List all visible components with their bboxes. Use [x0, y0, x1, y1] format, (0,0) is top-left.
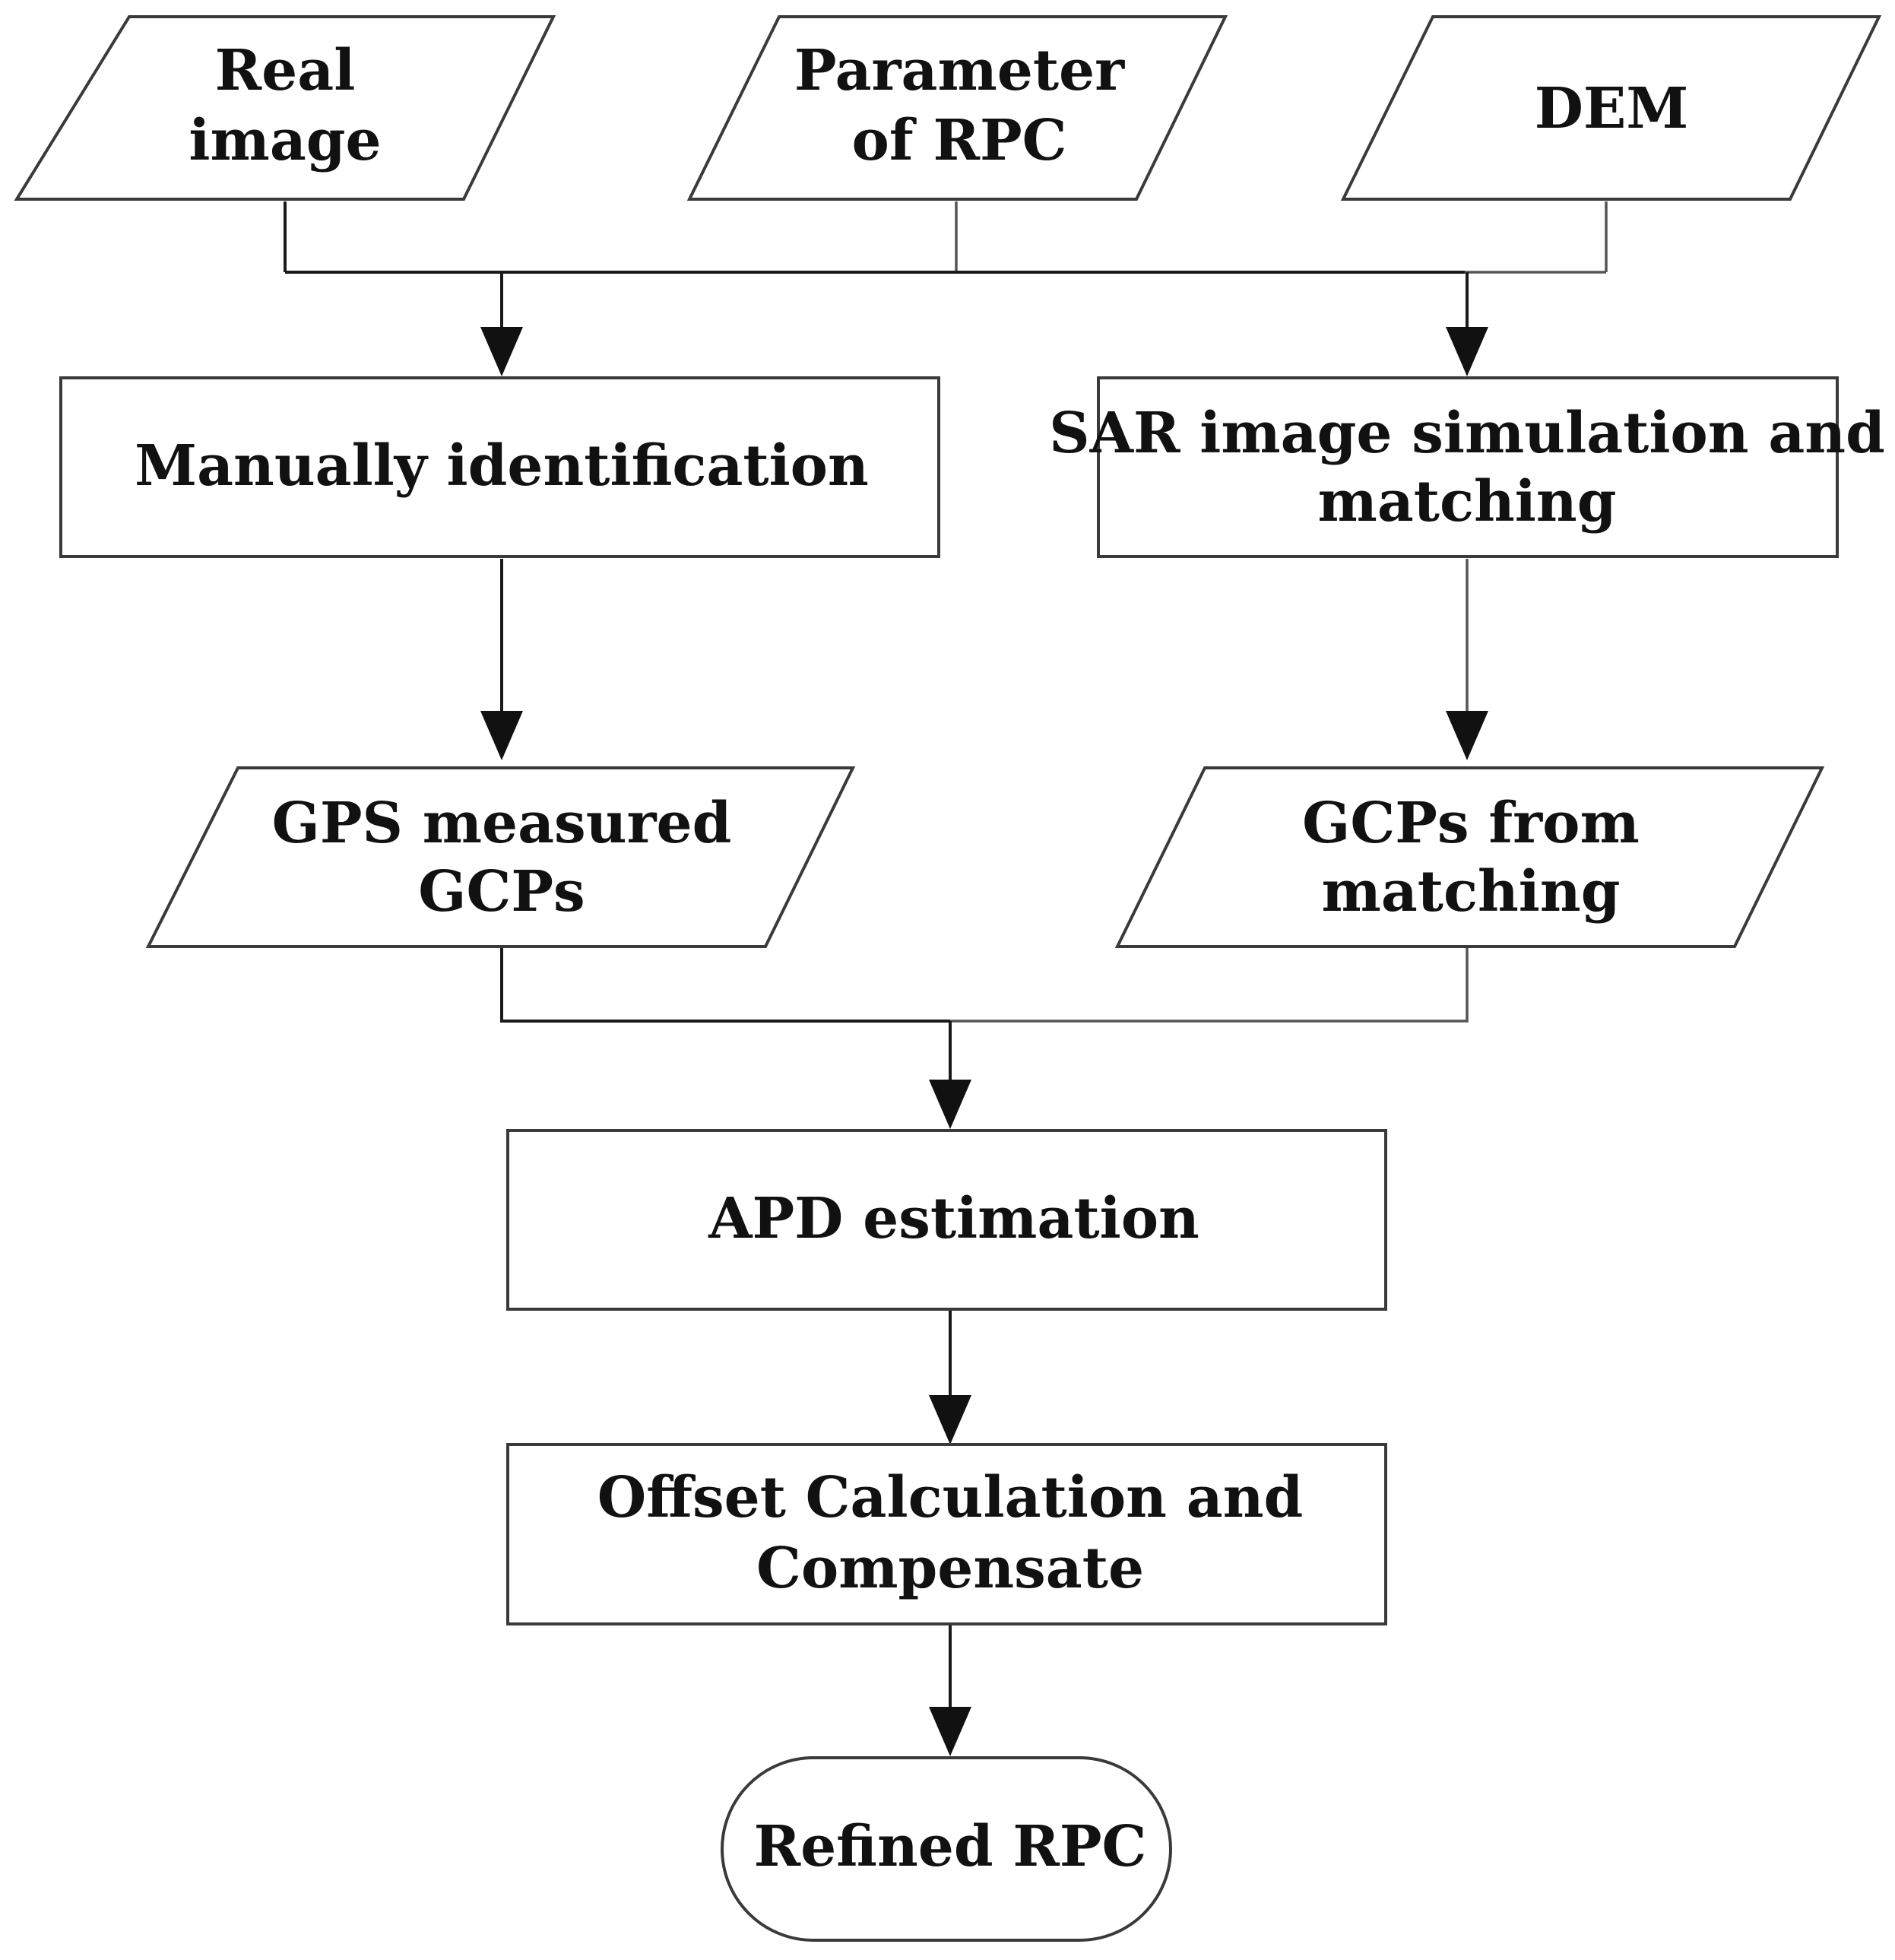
real-image-label-2: image — [189, 108, 381, 173]
arrowhead-offset — [929, 1395, 971, 1445]
node-gcps-matching: GCPs from matching — [1114, 766, 1825, 948]
node-sar-simulation: SAR image simulation and matching — [1049, 376, 1885, 558]
node-gps-gcps: GPS measured GCPs — [145, 766, 856, 948]
gps-gcps-label-2: GCPs — [418, 859, 585, 924]
offset-calculation-label-2: Compensate — [756, 1536, 1144, 1601]
gcps-matching-label-2: matching — [1322, 859, 1621, 924]
real-image-shape — [14, 15, 556, 201]
node-real-image: Real image — [14, 15, 556, 201]
sar-simulation-shape — [1097, 376, 1839, 558]
gps-gcps-shape — [145, 766, 856, 948]
manual-identification-shape — [59, 376, 940, 558]
gcps-matching-label-1: GCPs from — [1302, 791, 1640, 856]
node-parameter-rpc: Parameter of RPC — [686, 15, 1228, 201]
sar-simulation-label-2: matching — [1318, 469, 1617, 534]
offset-calculation-label-1: Offset Calculation and — [597, 1465, 1303, 1530]
node-apd-estimation: APD estimation — [506, 1129, 1387, 1311]
parameter-rpc-label-1: Parameter — [794, 38, 1125, 103]
offset-calculation-shape — [506, 1443, 1387, 1625]
dem-label: DEM — [1535, 76, 1689, 141]
gps-gcps-label-1: GPS measured — [272, 791, 732, 856]
connectors — [284, 201, 1608, 1756]
apd-estimation-label: APD estimation — [708, 1186, 1199, 1251]
dem-shape — [1340, 15, 1882, 201]
arrowhead-manual-id — [480, 327, 523, 376]
real-image-label-1: Real — [215, 38, 356, 103]
arrowhead-apd — [929, 1080, 971, 1129]
node-offset-calculation: Offset Calculation and Compensate — [506, 1443, 1387, 1625]
refined-rpc-shape — [721, 1756, 1172, 1942]
connector-gps-down — [500, 947, 950, 1023]
arrowhead-gps-gcps — [480, 711, 523, 760]
apd-estimation-shape — [506, 1129, 1387, 1311]
sar-simulation-label-1: SAR image simulation and — [1049, 401, 1885, 466]
node-manual-identification: Manually identification — [59, 376, 940, 558]
parameter-rpc-shape — [686, 15, 1228, 201]
node-refined-rpc: Refined RPC — [721, 1756, 1172, 1942]
manual-identification-label: Manually identification — [135, 433, 869, 499]
connector-gcps-matching-down — [950, 947, 1469, 1023]
gcps-matching-shape — [1114, 766, 1825, 948]
node-dem: DEM — [1340, 15, 1882, 201]
arrowhead-refined — [929, 1707, 971, 1756]
refined-rpc-label: Refined RPC — [754, 1814, 1147, 1879]
arrowhead-gcps-matching — [1446, 711, 1488, 760]
parameter-rpc-label-2: of RPC — [852, 108, 1067, 173]
arrowhead-sar-sim — [1446, 327, 1488, 376]
